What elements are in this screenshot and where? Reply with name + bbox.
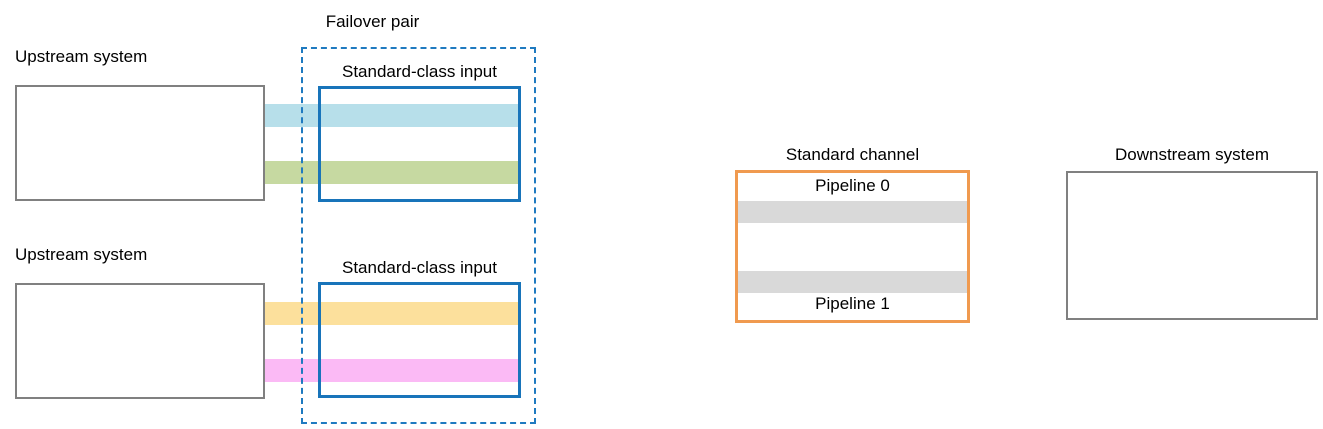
standard-class-input-1-label: Standard-class input: [342, 62, 497, 81]
flow-band-blue: [265, 104, 520, 127]
standard-class-input-1-box: [318, 86, 521, 202]
pipeline-band-1: [738, 271, 967, 293]
failover-pair-group: [301, 47, 536, 424]
pipeline-1-label: Pipeline 1: [815, 294, 890, 313]
downstream-system-label: Downstream system: [1115, 145, 1269, 164]
upstream-system-1-label: Upstream system: [15, 47, 148, 66]
flow-band-green: [265, 161, 520, 184]
upstream-system-2-label: Upstream system: [15, 245, 148, 264]
flow-band-pink: [265, 359, 520, 382]
upstream-system-2-box: [15, 283, 265, 399]
pipeline-band-0: [738, 201, 967, 223]
upstream-system-1-box: [15, 85, 265, 201]
flow-band-yellow: [265, 302, 520, 325]
standard-class-input-2-label: Standard-class input: [342, 258, 497, 277]
downstream-system-box: [1066, 171, 1318, 320]
standard-class-input-2-box: [318, 282, 521, 398]
standard-channel-box: [735, 170, 970, 323]
pipeline-0-label: Pipeline 0: [815, 176, 890, 195]
standard-channel-label: Standard channel: [785, 145, 920, 164]
failover-pair-title: Failover pair: [325, 12, 420, 31]
